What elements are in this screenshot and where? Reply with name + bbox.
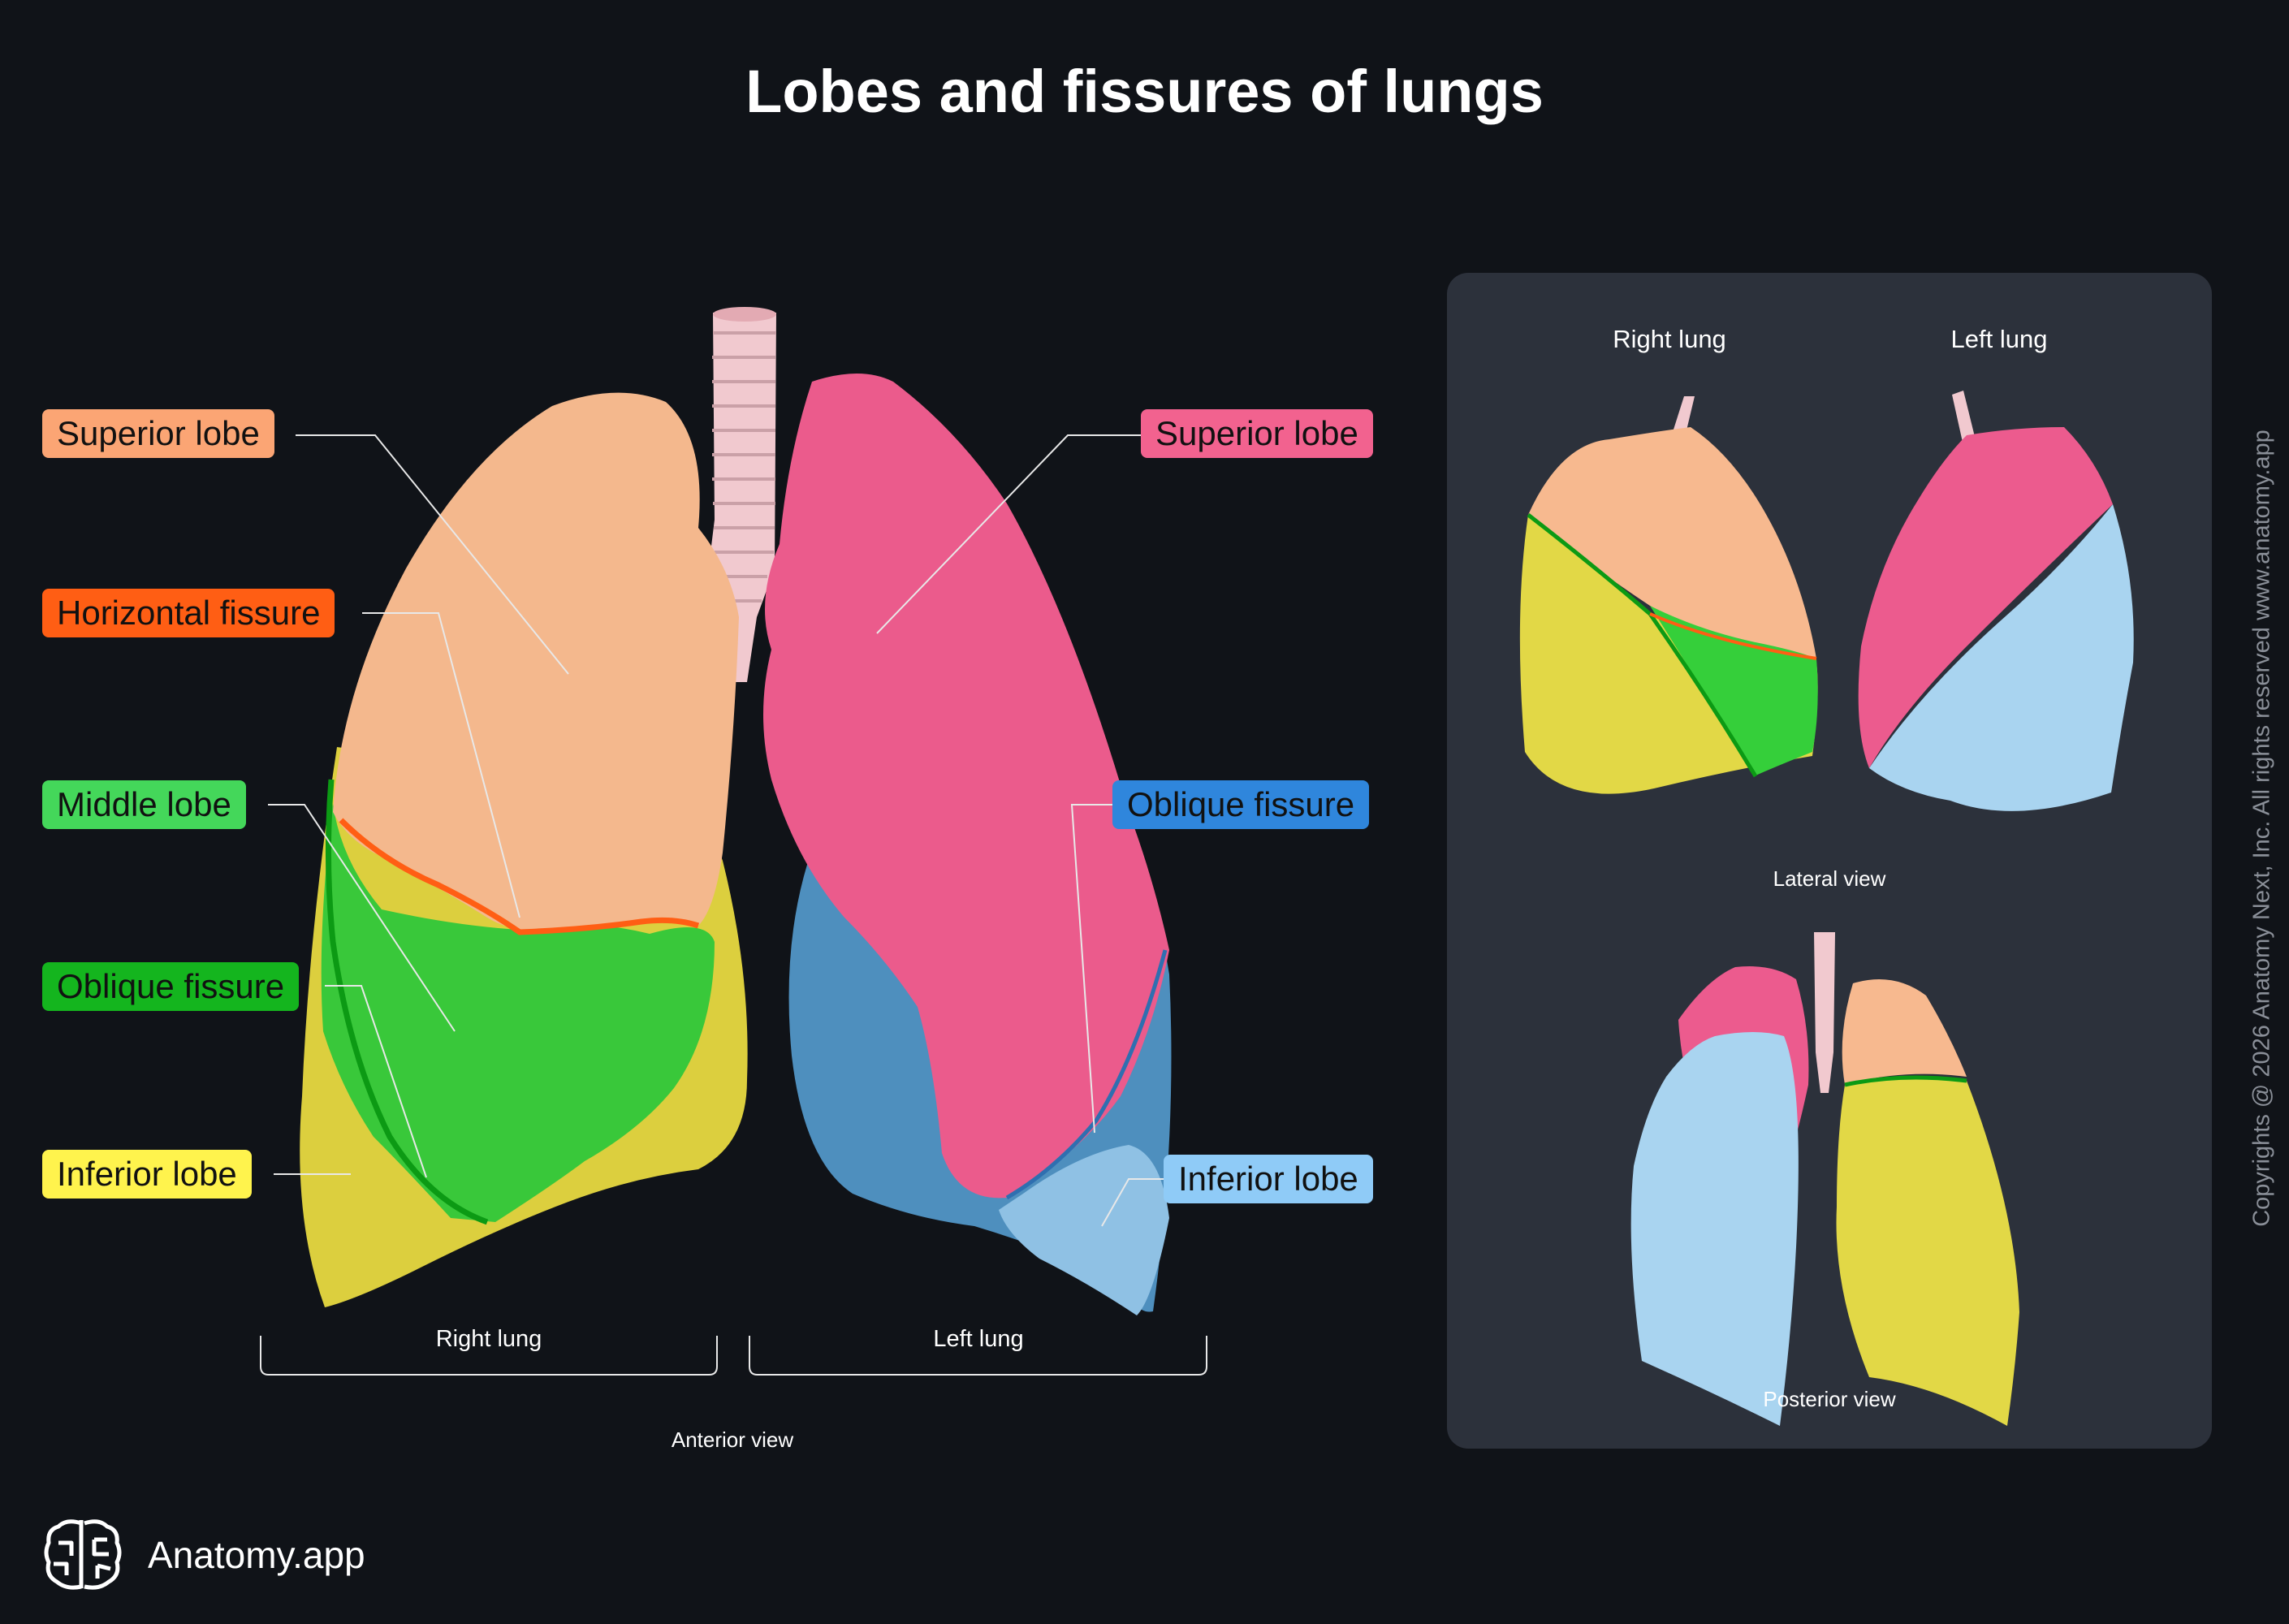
left-lung (763, 374, 1172, 1315)
anterior-view-caption: Anterior view (671, 1427, 794, 1452)
label-horizontal-fissure: Horizontal fissure (42, 589, 335, 637)
label-left-oblique-fissure: Oblique fissure (1112, 780, 1370, 829)
left-superior-lobe (763, 374, 1169, 1199)
right-lung (300, 392, 748, 1307)
right-middle-lobe (321, 804, 715, 1222)
posterior-view-caption: Posterior view (1763, 1387, 1896, 1411)
label-middle-lobe: Middle lobe (42, 780, 246, 829)
left-lung-bracket (749, 1336, 1207, 1376)
label-left-inferior-lobe: Inferior lobe (1164, 1155, 1373, 1203)
brain-logo-icon (44, 1519, 122, 1590)
panel-left-lung-heading: Left lung (1950, 325, 2048, 353)
right-horizontal-fissure-line (339, 818, 700, 935)
left-inferior-lobe-highlight (999, 1145, 1169, 1315)
right-oblique-fissure-line (325, 779, 489, 1225)
left-lung-caption: Left lung (933, 1326, 1024, 1352)
right-lung-caption: Right lung (435, 1326, 542, 1352)
label-right-superior-lobe: Superior lobe (42, 409, 274, 458)
copyright-text: Copyrights @ 2026 Anatomy Next, Inc. All… (2248, 430, 2275, 1227)
right-lung-bracket (260, 1336, 718, 1376)
lateral-left-lung (1858, 391, 2134, 811)
right-superior-lobe (333, 392, 739, 932)
label-right-inferior-lobe: Inferior lobe (42, 1150, 252, 1199)
lateral-right-lung (1519, 396, 1818, 794)
left-oblique-fissure-line (1005, 949, 1168, 1200)
brand-name: Anatomy.app (148, 1534, 365, 1576)
page-title: Lobes and fissures of lungs (745, 58, 1544, 125)
panel-illustrations (1519, 391, 2134, 1426)
lateral-view-caption: Lateral view (1773, 866, 1886, 891)
leader-lines (268, 434, 1164, 1227)
panel-right-lung-heading: Right lung (1613, 325, 1726, 353)
label-left-superior-lobe: Superior lobe (1141, 409, 1373, 458)
side-panel: Right lung Left lung Lateral view Po (1447, 273, 2212, 1449)
label-right-oblique-fissure: Oblique fissure (42, 962, 300, 1011)
posterior-lungs (1630, 932, 2019, 1426)
